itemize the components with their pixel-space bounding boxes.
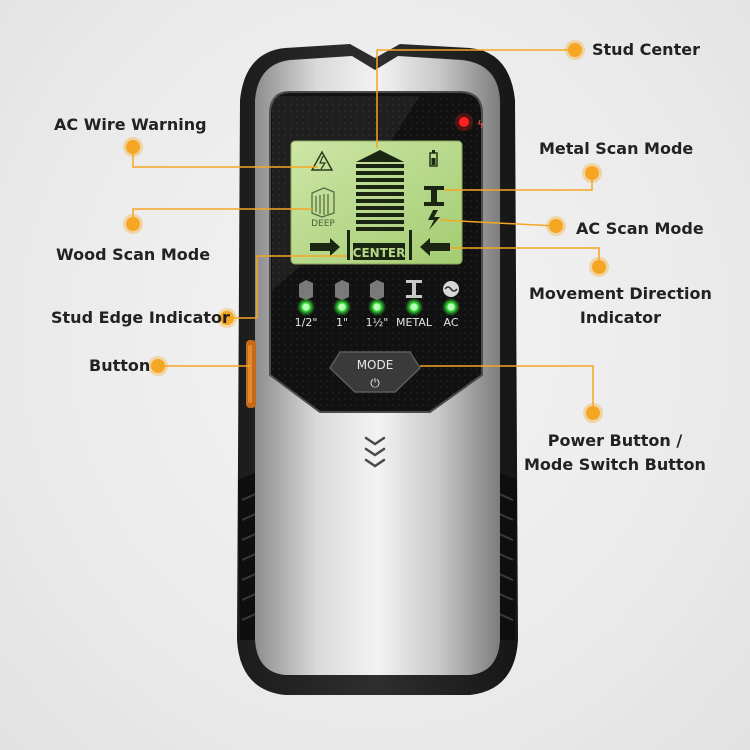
label-movement-direction: Movement Direction Indicator	[529, 282, 712, 330]
label-power-button-line2: Mode Switch Button	[524, 455, 706, 474]
power-icon: ⏻	[370, 376, 380, 390]
mode-button-label: MODE	[357, 358, 394, 372]
stud-edge-right	[409, 230, 412, 260]
led-icon-ac	[443, 281, 459, 297]
metal-icon	[424, 186, 444, 206]
lcd-deep-label: DEEP	[311, 219, 335, 229]
label-button: Button	[89, 356, 151, 375]
led-icon-one-half-inch	[370, 280, 384, 300]
callout-dot-ac-wire	[126, 140, 140, 154]
callout-dot-stud-edge	[220, 311, 234, 325]
label-ac-wire-warning: AC Wire Warning	[54, 115, 207, 134]
led-ac	[447, 303, 455, 311]
label-power-button: Power Button / Mode Switch Button	[524, 429, 706, 477]
label-stud-edge-indicator: Stud Edge Indicator	[51, 308, 230, 327]
callout-dot-stud-center	[568, 43, 582, 57]
callout-stud-edge	[227, 255, 347, 319]
stud-edge-left	[347, 230, 350, 260]
stud-center-bars	[356, 150, 404, 231]
led-label-one-half-inch: 1½"	[366, 316, 389, 329]
ac-warning-icon	[310, 150, 334, 171]
label-metal-scan-mode: Metal Scan Mode	[539, 139, 694, 158]
label-stud-center: Stud Center	[592, 40, 700, 59]
power-indicator-light	[459, 117, 469, 127]
label-power-button-line1: Power Button /	[547, 431, 683, 450]
led-metal	[410, 303, 418, 311]
label-movement-direction-line1: Movement Direction	[529, 284, 712, 303]
led-one-half-inch	[373, 303, 381, 311]
direction-arrow-right	[310, 238, 340, 256]
label-movement-direction-line2: Indicator	[579, 308, 661, 327]
led-one-inch	[338, 303, 346, 311]
callout-power	[420, 365, 594, 413]
battery-icon	[429, 150, 438, 167]
callout-dot-ac-scan	[549, 219, 563, 233]
led-icon-metal	[406, 280, 422, 298]
wood-scan-icon	[311, 187, 335, 218]
indicator-bolt-icon: ϟ	[477, 118, 484, 131]
callout-dot-wood-scan	[126, 217, 140, 231]
led-label-ac: AC	[443, 316, 458, 329]
led-label-half-inch: 1/2"	[295, 316, 318, 329]
led-label-metal: METAL	[396, 316, 433, 329]
led-half-inch	[302, 303, 310, 311]
mode-button[interactable]: MODE ⏻	[329, 351, 421, 393]
callout-ac-scan	[439, 219, 557, 227]
callout-dot-button	[151, 359, 165, 373]
label-ac-scan-mode: AC Scan Mode	[576, 219, 704, 238]
speaker-grille	[364, 436, 386, 468]
label-wood-scan-mode: Wood Scan Mode	[56, 245, 211, 264]
led-icon-half-inch	[299, 280, 313, 300]
ac-scan-icon	[428, 210, 440, 230]
direction-arrow-left	[420, 238, 450, 256]
led-label-one-inch: 1"	[336, 316, 348, 329]
callout-dot-movement	[592, 260, 606, 274]
led-row	[297, 298, 460, 316]
lcd-center-label: CENTER	[353, 246, 406, 260]
callout-dot-power	[586, 406, 600, 420]
callout-dot-metal-scan	[585, 166, 599, 180]
led-icon-one-inch	[335, 280, 349, 300]
callout-stud-center	[376, 49, 574, 148]
